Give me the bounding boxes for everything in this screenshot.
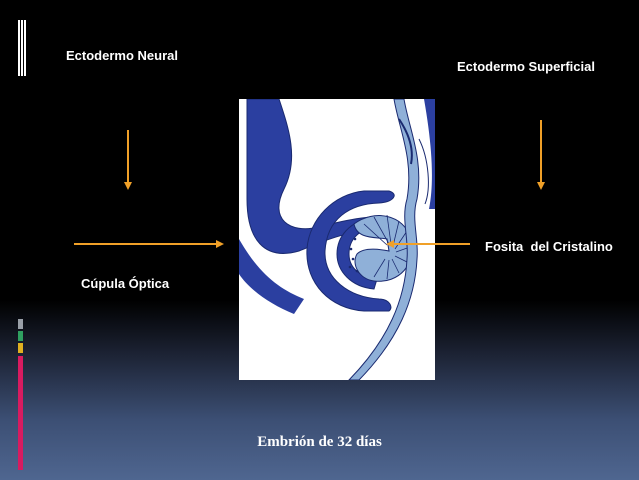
label-cupula-optica: Cúpula Óptica xyxy=(81,276,170,291)
embryo-eye-figure xyxy=(239,98,435,381)
label-fosita-cristalino: Fosita del Cristalino xyxy=(485,239,613,254)
optic-cup-illustration xyxy=(239,98,435,381)
left-gray-bar-decoration xyxy=(18,319,23,329)
left-yellow-bar-decoration xyxy=(18,343,23,353)
left-pink-bar-decoration xyxy=(18,356,23,470)
figure-caption: Embrión de 32 días xyxy=(257,434,382,450)
label-ectodermo-neural: Ectodermo Neural xyxy=(66,48,178,63)
left-green-bar-decoration xyxy=(18,331,23,341)
label-ectodermo-superficial: Ectodermo Superficial xyxy=(457,59,595,74)
left-white-bars-decoration xyxy=(18,20,27,76)
